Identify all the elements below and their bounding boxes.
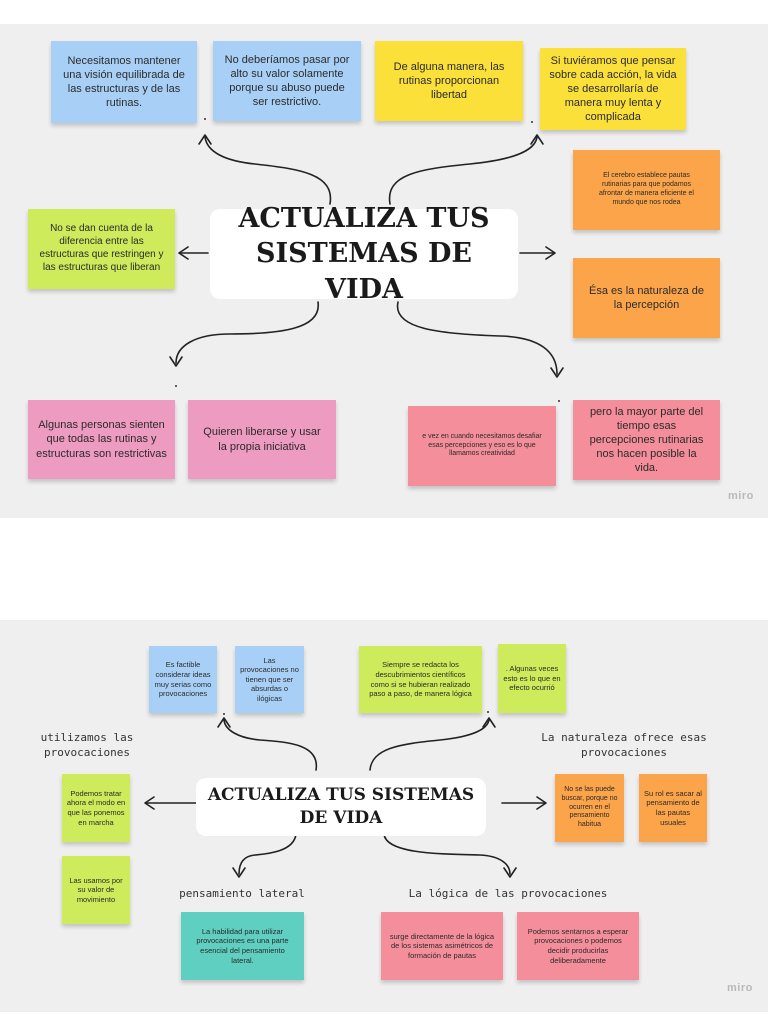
anchor-dot	[558, 400, 560, 402]
sticky-note[interactable]: No se dan cuenta de la diferencia entre …	[28, 209, 175, 289]
sticky-note[interactable]: No deberíamos pasar por alto su valor so…	[213, 41, 361, 121]
anchor-dot	[487, 711, 489, 713]
sticky-note[interactable]: Necesitamos mantener una visión equilibr…	[51, 41, 197, 123]
sticky-note[interactable]: De alguna manera, las rutinas proporcion…	[375, 41, 523, 121]
sticky-note[interactable]: surge directamente de la lógica de los s…	[381, 912, 503, 980]
sticky-note[interactable]: No se las puede buscar, porque no ocurre…	[555, 774, 624, 842]
branch-label: La naturaleza ofrece esas provocaciones	[541, 731, 707, 760]
sticky-note[interactable]: Es factible considerar ideas muy serias …	[149, 646, 217, 713]
sticky-note[interactable]: . Algunas veces esto es lo que en efecto…	[498, 644, 566, 713]
connector-arrows-2	[144, 717, 547, 878]
mind-map-board-1[interactable]: Necesitamos mantener una visión equilibr…	[0, 24, 768, 518]
miro-watermark: miro	[727, 982, 753, 994]
miro-watermark: miro	[728, 490, 754, 502]
sticky-note[interactable]: Algunas personas sienten que todas las r…	[28, 400, 175, 479]
sticky-note[interactable]: Ésa es la naturaleza de la percepción	[573, 258, 720, 338]
anchor-dot	[531, 121, 533, 123]
sticky-note[interactable]: Las usamos por su valor de movimiento	[62, 856, 130, 924]
sticky-note[interactable]: El cerebro establece pautas rutinarias p…	[573, 150, 720, 230]
connector-arrows-1	[169, 134, 564, 378]
central-topic-title[interactable]: ACTUALIZA TUS SISTEMAS DE VIDA	[210, 203, 518, 305]
sticky-note[interactable]: Podemos sentarnos a esperar provocacione…	[517, 912, 639, 980]
anchor-dot	[223, 713, 225, 715]
sticky-note[interactable]: Siempre se redacta los descubrimientos c…	[359, 646, 482, 713]
sticky-note[interactable]: Si tuviéramos que pensar sobre cada acci…	[540, 48, 686, 130]
branch-label: utilizamos las provocaciones	[40, 731, 134, 760]
sticky-note[interactable]: Su rol es sacar al pensamiento de las pa…	[639, 774, 707, 842]
sticky-note[interactable]: Quieren liberarse y usar la propia inici…	[188, 400, 336, 479]
sticky-note[interactable]: La habilidad para utilizar provocaciones…	[181, 912, 304, 980]
branch-label: La lógica de las provocaciones	[408, 887, 608, 900]
branch-label: pensamiento lateral	[179, 887, 305, 900]
anchor-dot	[175, 385, 177, 387]
sticky-note[interactable]: e vez en cuando necesitamos desafiar esa…	[408, 406, 556, 486]
central-topic-title[interactable]: ACTUALIZA TUS SISTEMAS DE VIDA	[196, 778, 486, 836]
sticky-note[interactable]: pero la mayor parte del tiempo esas perc…	[573, 400, 720, 480]
sticky-note[interactable]: Podemos tratar ahora el modo en que las …	[62, 774, 130, 842]
anchor-dot	[204, 118, 206, 120]
mind-map-board-2[interactable]: Es factible considerar ideas muy serias …	[0, 620, 768, 1012]
sticky-note[interactable]: Las provocaciones no tienen que ser absu…	[235, 646, 304, 713]
